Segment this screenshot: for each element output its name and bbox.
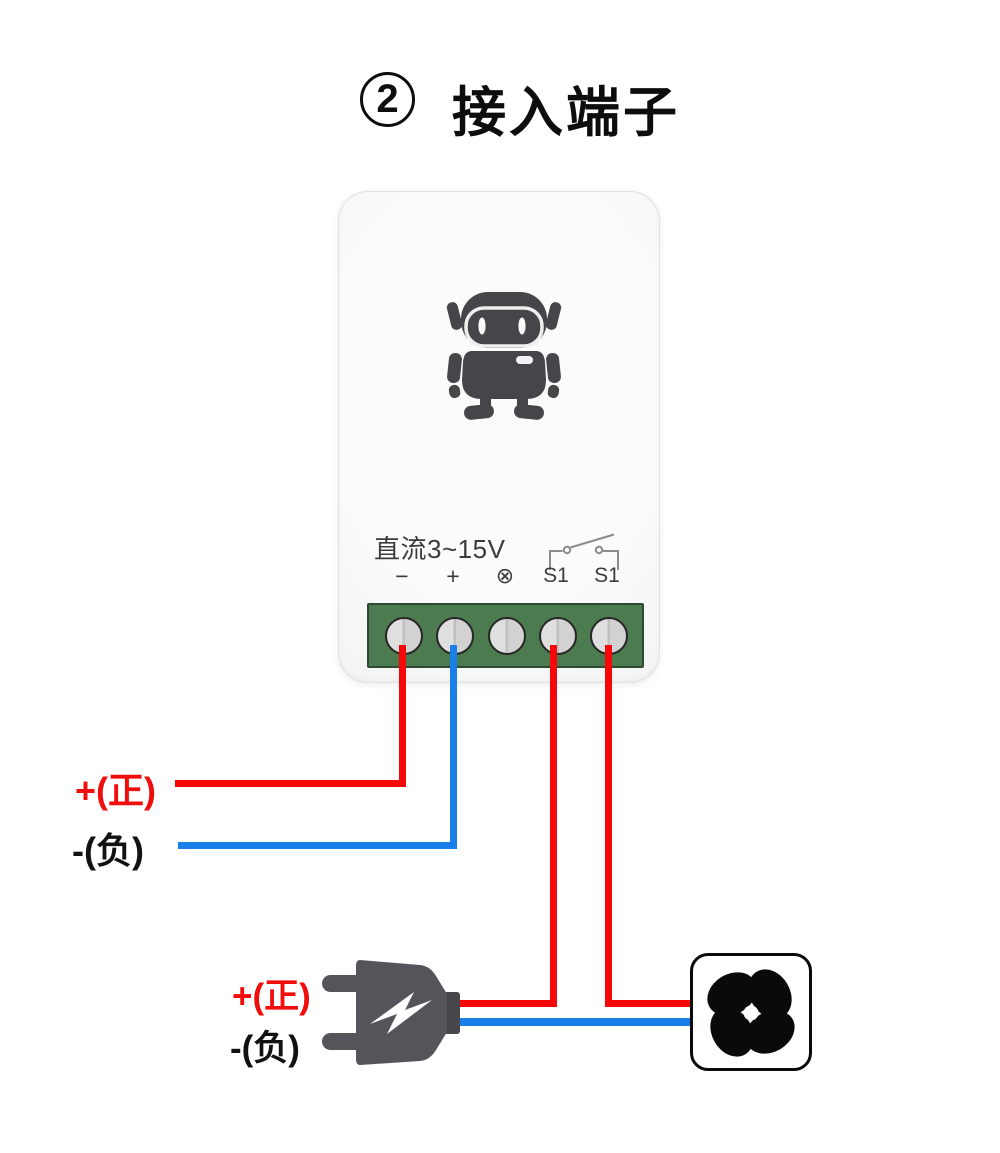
plug-to-fan-negative-wire [458, 1018, 692, 1026]
s1-to-fan-wire-vertical [605, 645, 612, 1007]
fan-icon [707, 969, 795, 1057]
plug-negative-label: -(负) [230, 1029, 300, 1068]
supply-negative-wire-vertical [450, 645, 457, 849]
screw-terminal-s1-a [539, 617, 577, 655]
plug-to-s1-wire-horizontal [458, 1000, 557, 1007]
plug-to-s1-wire-vertical [550, 645, 557, 1007]
terminal-label-minus: − [395, 563, 409, 589]
terminal-block [367, 603, 644, 668]
page-title: 接入端子 [452, 83, 680, 143]
plug-prong-bottom [322, 1033, 366, 1050]
plug-tip [444, 992, 460, 1034]
fan-box [690, 953, 812, 1071]
power-rating-label: 直流3~15V [374, 534, 506, 564]
power-plug-icon [322, 960, 460, 1065]
supply-positive-label: +(正) [75, 770, 157, 811]
terminal-label-plus: + [446, 563, 460, 589]
terminal-label-unused: ⊗ [495, 563, 515, 588]
supply-positive-wire-horizontal [175, 780, 406, 787]
switch-symbol-icon [549, 533, 619, 570]
device-body: 直流3~15V − + ⊗ S1 S1 [338, 191, 660, 683]
robot-logo-icon [446, 292, 562, 420]
plug-prong-top [322, 975, 366, 992]
screw-terminal-unused [488, 617, 526, 655]
supply-negative-label: -(负) [72, 830, 144, 871]
plug-positive-label: +(正) [232, 977, 311, 1016]
fan-hub [743, 1005, 759, 1021]
terminal-label-s1-b: S1 [594, 564, 620, 587]
supply-negative-wire-horizontal [178, 842, 457, 849]
s1-to-fan-wire-horizontal [605, 1000, 692, 1007]
terminal-label-s1-a: S1 [543, 564, 569, 587]
lightning-icon [370, 992, 432, 1034]
step-number-badge: 2 [360, 72, 415, 127]
supply-positive-wire-vertical [399, 645, 406, 787]
